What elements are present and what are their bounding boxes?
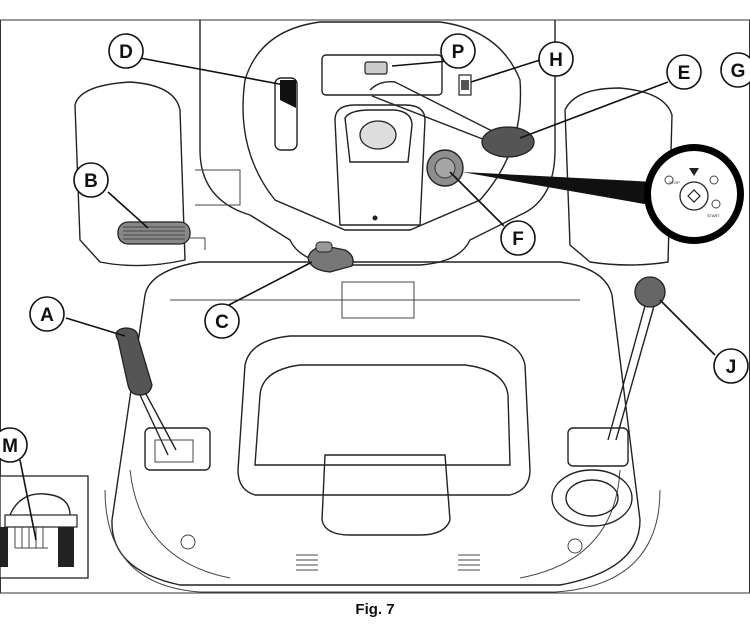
brake-pedal bbox=[117, 221, 191, 245]
callout-a: A bbox=[29, 296, 65, 332]
callout-markers: A B C D E F G H J M P bbox=[0, 33, 750, 463]
callout-b-label: B bbox=[84, 171, 98, 192]
callout-d-circle bbox=[108, 33, 144, 69]
right-tire bbox=[564, 87, 673, 266]
callout-a-label: A bbox=[40, 305, 54, 326]
steering-column bbox=[334, 104, 426, 226]
callout-d: D bbox=[108, 33, 144, 69]
callout-f: F bbox=[500, 220, 536, 256]
gear-lever bbox=[551, 276, 666, 527]
callout-e: E bbox=[666, 54, 702, 90]
callout-c-label: C bbox=[215, 312, 229, 333]
callout-a-circle bbox=[29, 296, 65, 332]
callout-j-label: J bbox=[726, 357, 737, 378]
seat bbox=[237, 335, 531, 536]
callout-leaders bbox=[19, 57, 716, 541]
light-switch bbox=[280, 80, 296, 108]
diagram-frame bbox=[0, 19, 750, 594]
callout-j-circle bbox=[713, 348, 749, 384]
mower-body bbox=[74, 20, 673, 593]
callout-c-circle bbox=[204, 303, 240, 339]
callout-m-label: M bbox=[2, 436, 18, 457]
callout-h-circle bbox=[538, 41, 574, 77]
callout-c: C bbox=[204, 303, 240, 339]
callout-p-label: P bbox=[452, 42, 465, 63]
ignition-magnified: STOP START bbox=[462, 144, 744, 244]
deck-lift-lever bbox=[115, 327, 211, 471]
hood bbox=[199, 20, 556, 266]
callout-e-label: E bbox=[678, 63, 691, 84]
callout-p-circle bbox=[440, 33, 476, 69]
callout-p: P bbox=[440, 33, 476, 69]
callout-g: G bbox=[720, 52, 750, 88]
callout-b-circle bbox=[73, 162, 109, 198]
callout-j: J bbox=[713, 348, 749, 384]
callout-m-circle bbox=[0, 427, 28, 463]
inset-detail-m bbox=[0, 475, 89, 579]
dash-panel bbox=[242, 21, 522, 231]
throttle-knob bbox=[481, 126, 535, 158]
callout-b: B bbox=[73, 162, 109, 198]
ignition-stop-label: STOP bbox=[669, 180, 680, 185]
callout-e-circle bbox=[666, 54, 702, 90]
callout-d-label: D bbox=[119, 42, 133, 63]
callout-h-label: H bbox=[549, 50, 563, 71]
fender bbox=[111, 261, 641, 586]
figure-caption: Fig. 7 bbox=[355, 601, 395, 618]
left-tire bbox=[74, 81, 186, 267]
callout-g-label: G bbox=[731, 61, 746, 82]
seat-springs bbox=[296, 554, 480, 571]
callout-f-label: F bbox=[512, 229, 524, 250]
parking-brake-knob bbox=[307, 245, 354, 273]
dash-display bbox=[321, 54, 443, 96]
indicator-light bbox=[364, 61, 388, 75]
ignition-start-label: START bbox=[707, 213, 720, 218]
callout-g-circle bbox=[720, 52, 750, 88]
callout-h: H bbox=[538, 41, 574, 77]
callout-m: M bbox=[0, 427, 28, 463]
callout-f-circle bbox=[500, 220, 536, 256]
